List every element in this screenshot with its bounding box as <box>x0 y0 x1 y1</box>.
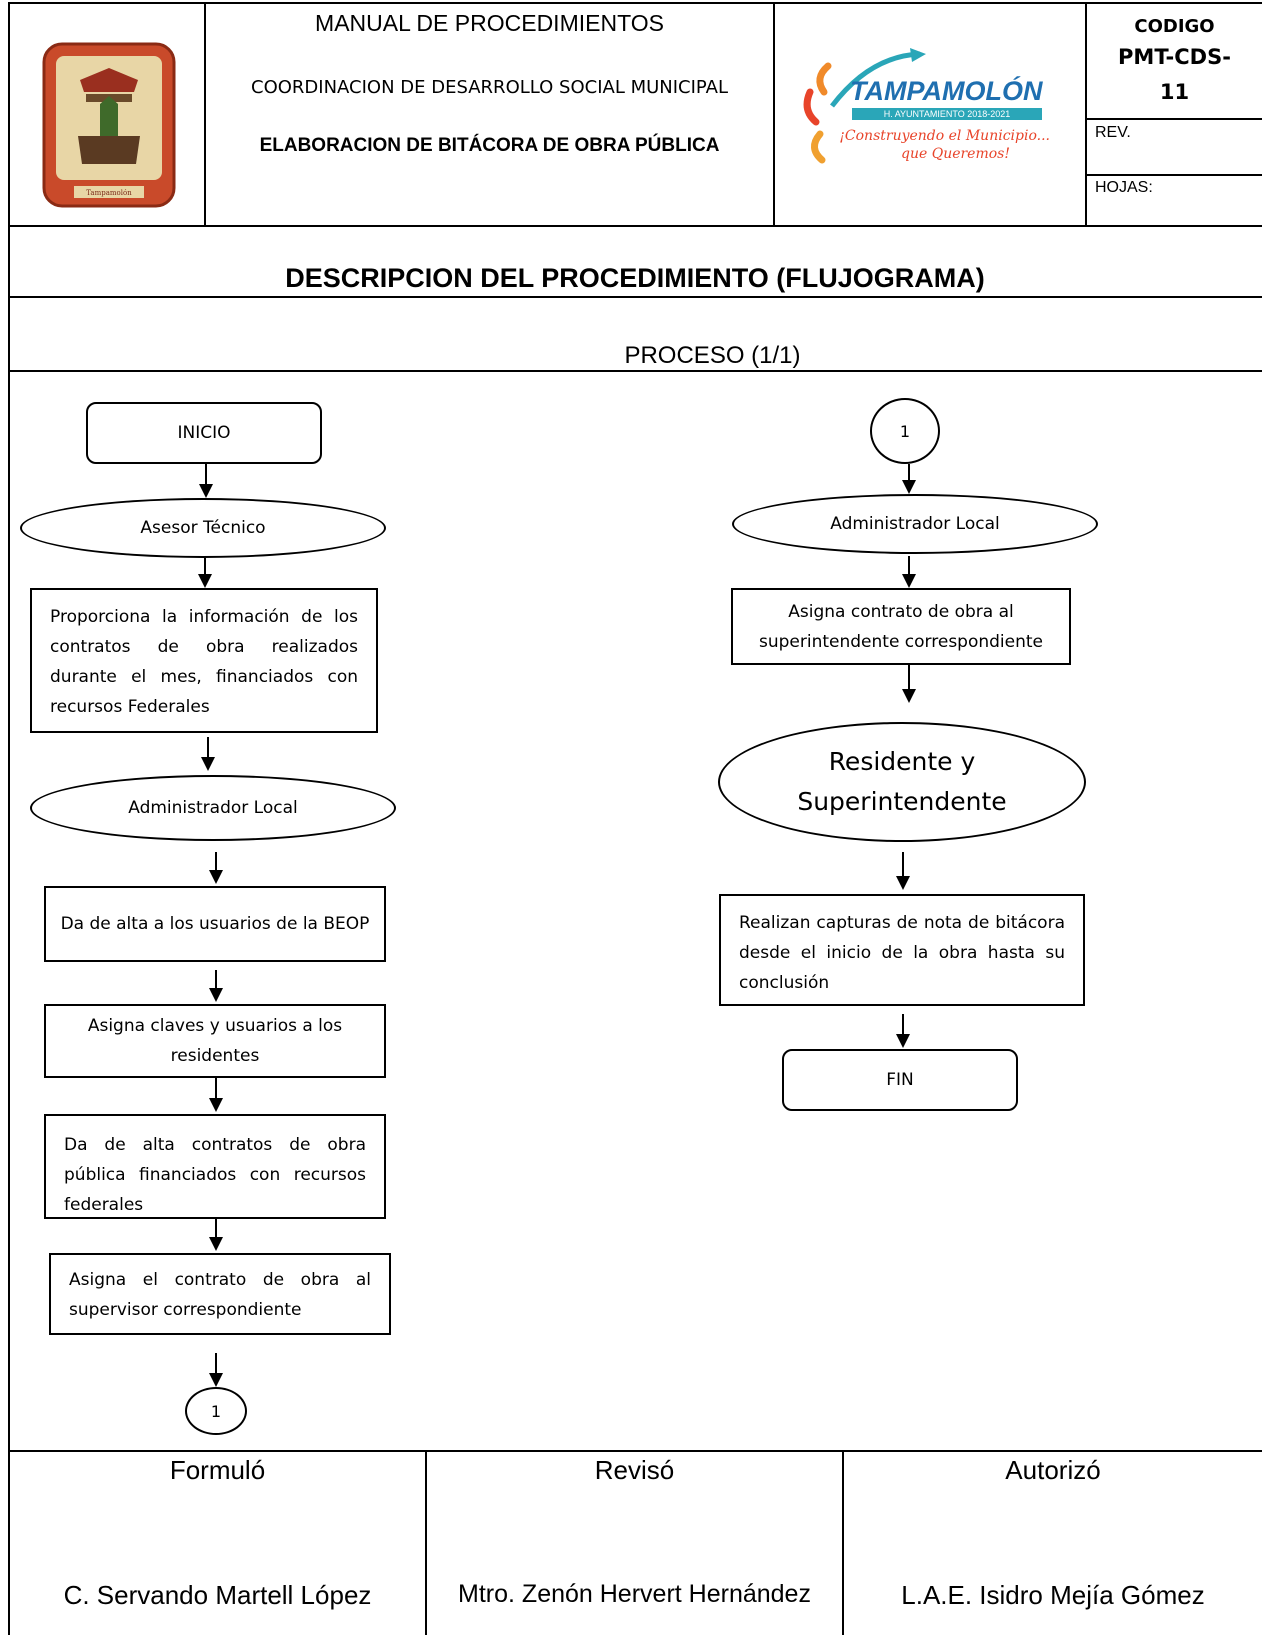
svg-text:H. AYUNTAMIENTO 2018-2021: H. AYUNTAMIENTO 2018-2021 <box>884 109 1011 119</box>
header-divider-2 <box>773 2 775 226</box>
municipal-seal: Tampamolón <box>40 40 178 210</box>
code-label: CODIGO <box>1134 16 1215 37</box>
arrow-role1-to-step1 <box>198 558 212 588</box>
end-terminal: FIN <box>782 1049 1018 1111</box>
header-divider-3 <box>1085 2 1087 226</box>
signature-name-reviso: Mtro. Zenón Hervert Hernández <box>458 1580 811 1608</box>
footer-divider-1 <box>425 1450 427 1635</box>
arrow-role2-to-step2-right <box>896 852 910 890</box>
code-rule-2 <box>1085 174 1262 176</box>
manual-title: MANUAL DE PROCEDIMIENTOS <box>315 10 664 36</box>
signature-label-formulo: Formuló <box>169 1455 266 1485</box>
tampamolon-logo: TAMPAMOLÓN H. AYUNTAMIENTO 2018-2021 ¡Co… <box>800 48 1070 178</box>
arrow-step2-to-end <box>896 1014 910 1048</box>
signature-name-autorizo: L.A.E. Isidro Mejía Gómez <box>901 1580 1205 1610</box>
step-asigna-contrato-superintendente: Asigna contrato de obra al superintenden… <box>731 588 1071 665</box>
arrow-step4-to-step5 <box>209 1219 223 1251</box>
arrow-start-to-role1 <box>199 464 213 498</box>
signature-label-reviso: Revisó <box>594 1455 675 1485</box>
off-page-connector-right: 1 <box>870 398 940 464</box>
signature-label-autorizo: Autorizó <box>1005 1455 1101 1485</box>
code-value-line2: 11 <box>1159 80 1190 104</box>
code-rule-1 <box>1085 118 1262 120</box>
rev-label: REV. <box>1095 124 1131 141</box>
svg-text:Tampamolón: Tampamolón <box>86 189 132 197</box>
svg-text:¡Construyendo el Municipio...: ¡Construyendo el Municipio... <box>839 128 1050 144</box>
department-name: COORDINACION DE DESARROLLO SOCIAL MUNICI… <box>251 77 728 98</box>
process-rule <box>8 370 1262 372</box>
step-alta-usuarios: Da de alta a los usuarios de la BEOP <box>44 886 386 962</box>
page-border-left <box>8 2 10 1635</box>
arrow-step5-to-connector <box>209 1353 223 1387</box>
header-border-top <box>8 2 1262 4</box>
arrow-step1-to-role2 <box>201 737 215 771</box>
role-administrador-local-left: Administrador Local <box>30 775 396 841</box>
code-value-line1: PMT-CDS- <box>1118 45 1231 69</box>
header-divider-1 <box>204 2 206 226</box>
footer-divider-2 <box>842 1450 844 1635</box>
start-terminal: INICIO <box>86 402 322 464</box>
svg-text:que Queremos!: que Queremos! <box>901 146 1010 162</box>
procedure-title: ELABORACION DE BITÁCORA DE OBRA PÚBLICA <box>259 135 720 156</box>
role-administrador-local-right: Administrador Local <box>732 494 1098 554</box>
arrow-role1-to-step1-right <box>902 556 916 588</box>
arrow-connector-to-role1 <box>902 464 916 494</box>
section-title: DESCRIPCION DEL PROCEDIMIENTO (FLUJOGRAM… <box>285 263 985 293</box>
sheets-label: HOJAS: <box>1095 179 1153 196</box>
signature-name-formulo: C. Servando Martell López <box>63 1580 372 1610</box>
arrow-role2-to-step2 <box>209 852 223 884</box>
role-asesor-tecnico: Asesor Técnico <box>20 498 386 558</box>
arrow-step1-to-role2-right <box>902 665 916 703</box>
header-border-bottom <box>8 225 1262 227</box>
step-alta-contratos: Da de alta contratos de obra pública fin… <box>44 1114 386 1219</box>
section-title-rule <box>8 296 1262 298</box>
step-proporciona-informacion: Proporciona la información de los contra… <box>30 588 378 733</box>
process-label: PROCESO (1/1) <box>624 342 801 369</box>
arrow-step2-to-step3 <box>209 970 223 1002</box>
step-realizan-capturas: Realizan capturas de nota de bitácora de… <box>719 894 1085 1006</box>
step-asigna-contrato-supervisor: Asigna el contrato de obra al supervisor… <box>49 1253 391 1335</box>
step-asigna-claves: Asigna claves y usuarios a los residente… <box>44 1004 386 1078</box>
off-page-connector-left: 1 <box>185 1387 247 1435</box>
role-residente-superintendente: Residente y Superintendente <box>718 722 1086 842</box>
arrow-step3-to-step4 <box>209 1078 223 1112</box>
footer-rule <box>8 1450 1262 1452</box>
svg-text:TAMPAMOLÓN: TAMPAMOLÓN <box>850 75 1043 106</box>
